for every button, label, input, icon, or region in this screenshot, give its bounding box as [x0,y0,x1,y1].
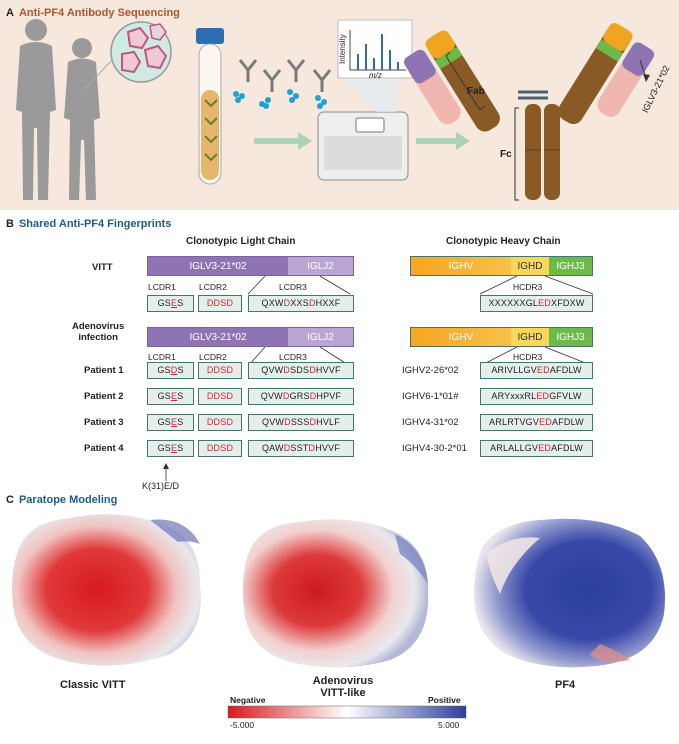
ighv-segment: IGHV [411,257,511,275]
light-chain-bar-adeno: IGLV3-21*02 IGLJ2 [147,327,354,347]
scale-max-label: 5.000 [438,720,460,730]
patient-hcdr3-box: ARIVLLGVEDAFDLW [480,362,593,379]
people-silhouette-icon [16,19,100,200]
igl-j-segment: IGLJ2 [288,257,353,275]
heavy-chain-header: Clonotypic Heavy Chain [446,236,561,247]
paratope-surfaces [12,514,665,719]
lcdr1-label: LCDR1 [148,352,176,362]
patient-lcdr3-box: QVWDSSSDHVLF [248,414,354,431]
antigen-dots-icon [233,89,327,109]
patient-ighv-label: IGHV2-26*02 [402,365,459,376]
vitt-lcdr2-box: DDSD [198,295,242,312]
arrow-right-icon [416,132,470,150]
scale-negative-label: Negative [230,695,266,705]
electrostatic-scale-bar [227,705,467,719]
vitt-lcdr1-box: GSES [147,295,194,312]
igl-v-segment: IGLV3-21*02 [148,328,288,346]
arrow-right-icon [254,132,312,150]
row-label-patient: Patient 1 [84,365,124,376]
lcdr3-label: LCDR3 [279,352,307,362]
row-label-patient: Patient 4 [84,443,124,454]
patient-lcdr2-box: DDSD [198,388,242,405]
mass-spectrometer-icon [317,19,413,181]
patient-lcdr3-box: QVWDSDSDHVVF [248,362,354,379]
ighj-segment: IGHJ3 [549,257,592,275]
patient-hcdr3-box: ARLALLGVEDAFDLW [480,440,593,457]
patient-lcdr2-box: DDSD [198,414,242,431]
antibody-structure-icon [404,23,655,201]
igl-v-segment: IGLV3-21*02 [148,257,288,275]
pf4-surface [474,518,665,668]
heavy-chain-bar-adeno: IGHV IGHD IGHJ3 [410,327,593,347]
row-label-vitt: VITT [92,262,113,273]
pf4-complex-magnifier-icon [83,21,172,91]
patient-ighv-label: IGHV4-30-2*01 [402,443,467,454]
mutation-note: K(31)E/D [142,481,180,491]
panel-a-illustration [16,19,655,201]
light-chain-header: Clonotypic Light Chain [186,236,296,247]
scale-positive-label: Positive [428,695,461,705]
row-label-patient: Patient 3 [84,417,124,428]
blood-tube-icon [196,28,224,185]
lcdr2-label: LCDR2 [199,352,227,362]
heavy-chain-bar-vitt: IGHV IGHD IGHJ3 [410,256,593,276]
vitt-hcdr3-box: XXXXXXGLEDXFDXW [480,295,593,312]
row-label-patient: Patient 2 [84,391,124,402]
vitt-lcdr3-box: QXWDXXSDHXXF [248,295,354,312]
patient-lcdr3-box: QVWDGRSDHPVF [248,388,354,405]
fab-label: Fab [467,86,485,97]
patient-ighv-label: IGHV4-31*02 [402,417,459,428]
ms-ylabel: Intensity [338,34,347,64]
patient-lcdr3-box: QAWDSSTDHVVF [248,440,354,457]
ighv-segment: IGHV [411,328,511,346]
fc-label: Fc [500,149,512,160]
patient-hcdr3-box: ARLRTVGVEDAFDLW [480,414,593,431]
hcdr3-label: HCDR3 [513,282,543,292]
hcdr3-label: HCDR3 [513,352,543,362]
adenovirus-surface [242,519,429,668]
lcdr3-label: LCDR3 [279,282,307,292]
ms-xlabel: m/z [369,71,382,80]
patient-lcdr2-box: DDSD [198,440,242,457]
classic-vitt-surface [12,514,201,666]
lcdr2-label: LCDR2 [199,282,227,292]
lcdr1-label: LCDR1 [148,282,176,292]
label-pf4: PF4 [555,679,576,691]
ighj-segment: IGHJ3 [549,328,592,346]
antibody-small-icon [238,59,332,92]
ighd-segment: IGHD [511,328,549,346]
patient-lcdr1-box: GSES [147,440,194,457]
scale-min-label: -5.000 [230,720,255,730]
patient-lcdr2-box: DDSD [198,362,242,379]
igl-j-segment: IGLJ2 [288,328,353,346]
patient-lcdr1-box: GSES [147,414,194,431]
label-classic-vitt: Classic VITT [60,679,126,691]
patient-ighv-label: IGHV6-1*01# [402,391,459,402]
ighd-segment: IGHD [511,257,549,275]
light-chain-bar-vitt: IGLV3-21*02 IGLJ2 [147,256,354,276]
patient-hcdr3-box: ARYxxxRLEDGFVLW [480,388,593,405]
patient-lcdr1-box: GSDS [147,362,194,379]
patient-lcdr1-box: GSES [147,388,194,405]
